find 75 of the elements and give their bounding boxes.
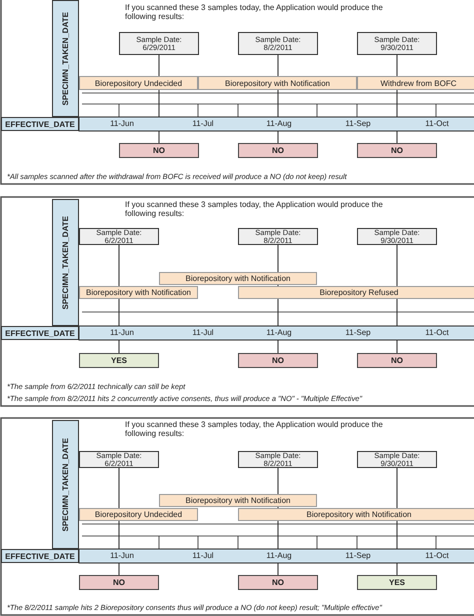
box-label: Biorepository with Notification <box>86 288 191 297</box>
tick-label: 11-Jul <box>191 328 215 338</box>
box-label: Biorepository with Notification <box>186 496 290 505</box>
box-label: NO <box>113 578 125 587</box>
box-label: Biorepository with Notification <box>186 274 290 283</box>
sample-date-box <box>238 451 318 468</box>
sample-date-box <box>238 228 318 245</box>
result-box <box>357 575 437 590</box>
tick-label: 11-Aug <box>265 328 293 338</box>
axis-title: EFFECTIVE_DATE <box>5 552 75 560</box>
axis-header <box>52 199 79 326</box>
box-label: YES <box>110 356 127 365</box>
box-label: Biorepository Undecided <box>94 510 182 519</box>
tick-label: 11-Sep <box>344 119 372 128</box>
sample-date-box <box>79 451 159 468</box>
result-box <box>357 353 437 368</box>
axis-title: SPECIMN_TAKEN_DATE <box>61 438 70 532</box>
tick-label: 11-Oct <box>424 551 450 560</box>
consent-bar <box>159 494 317 507</box>
tick-label: 11-Jun <box>109 328 135 338</box>
sample-date-box <box>357 451 437 468</box>
axis-header <box>52 0 79 117</box>
intro-text: If you scanned these 3 samples today, the Application would produce the following results: <box>125 3 384 22</box>
box-label: NO <box>272 356 284 365</box>
sample-date-box <box>357 228 437 245</box>
consent-bar <box>238 508 474 521</box>
box-label: NO <box>272 146 284 155</box>
intro-text: If you scanned these 3 samples today, the Application would produce the following results: <box>125 200 384 218</box>
sample-date-box <box>79 228 159 245</box>
box-label: NO <box>272 578 284 587</box>
result-box <box>79 575 159 590</box>
sample-date-box <box>119 32 199 55</box>
result-box <box>119 143 199 158</box>
result-box <box>238 143 318 158</box>
axis-title: EFFECTIVE_DATE <box>5 328 75 338</box>
axis-title: SPECIMN_TAKEN_DATE <box>61 12 70 106</box>
box-label: NO <box>391 356 403 365</box>
intro-text: If you scanned these 3 samples today, the Application would produce the following results: <box>125 420 384 438</box>
box-label: NO <box>153 146 165 155</box>
box-label: Biorepository with Notification <box>306 510 412 519</box>
consent-bar <box>238 286 474 299</box>
box-label: Biorepository Refused <box>320 288 398 297</box>
sample-date-box <box>238 32 318 55</box>
box-label: Withdrew from BOFC <box>380 78 456 88</box>
consent-bar <box>159 272 317 285</box>
tick-label: 11-Oct <box>424 119 450 128</box>
tick-label: 11-Sep <box>344 551 372 560</box>
tick-label: 11-Sep <box>344 328 372 338</box>
tick-label: 11-Oct <box>424 328 450 338</box>
tick-label: 11-Jun <box>109 119 135 128</box>
tick-label: 11-Aug <box>265 551 293 560</box>
box-label: Biorepository Undecided <box>94 78 182 88</box>
tick-label: 11-Jul <box>191 119 215 128</box>
axis-header <box>1 117 79 131</box>
consent-bar <box>357 76 474 90</box>
sample-date-box <box>357 32 437 55</box>
axis-header <box>1 326 79 340</box>
axis-title: EFFECTIVE_DATE <box>5 120 75 128</box>
consent-bar <box>79 76 198 90</box>
consent-bar <box>79 286 198 299</box>
result-box <box>79 353 159 368</box>
tick-label: 11-Jun <box>109 551 135 560</box>
axis-header <box>1 549 79 563</box>
axis-header <box>52 420 79 549</box>
box-label: Biorepository with Notification <box>225 78 330 88</box>
box-label: NO <box>391 146 403 155</box>
result-box <box>238 353 318 368</box>
result-box <box>238 575 318 590</box>
tick-label: 11-Jul <box>191 551 215 560</box>
box-label: YES <box>388 578 405 587</box>
tick-label: 11-Aug <box>265 119 293 128</box>
consent-bar <box>198 76 357 90</box>
consent-bar <box>79 508 198 521</box>
result-box <box>357 143 437 158</box>
axis-title: SPECIMN_TAKEN_DATE <box>61 216 70 310</box>
